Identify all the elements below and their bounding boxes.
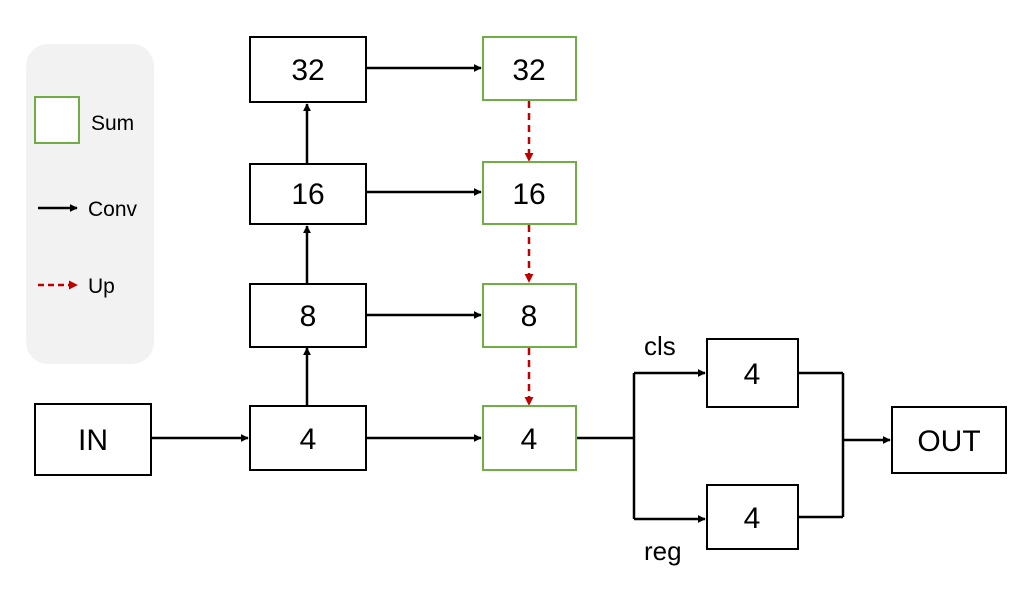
- backbone-node-8: 8: [249, 283, 367, 348]
- fpn-label-8: 8: [521, 300, 538, 333]
- cls-head-node: 4: [706, 338, 799, 408]
- backbone-column: 4 8 16 32: [249, 36, 367, 471]
- legend-sum-label: Sum: [91, 112, 134, 135]
- cls-branch-label: cls: [644, 331, 676, 361]
- cls-head-label: 4: [744, 358, 761, 391]
- backbone-label-4: 4: [300, 423, 317, 456]
- reg-branch-label: reg: [644, 536, 682, 566]
- legend-sum-swatch: [34, 96, 80, 144]
- reg-head-label: 4: [744, 502, 761, 535]
- reg-head-node: 4: [706, 484, 799, 550]
- output-label: OUT: [917, 425, 980, 458]
- backbone-node-32: 32: [249, 36, 367, 103]
- legend-conv-label: Conv: [88, 198, 138, 221]
- backbone-node-4: 4: [249, 405, 367, 471]
- backbone-node-16: 16: [249, 163, 367, 225]
- fpn-label-32: 32: [512, 54, 545, 87]
- output-node: OUT: [891, 406, 1007, 474]
- fpn-node-16: 16: [482, 161, 577, 225]
- legend-up-label: Up: [88, 275, 115, 298]
- backbone-label-8: 8: [300, 300, 317, 333]
- fpn-node-32: 32: [482, 36, 577, 101]
- fpn-node-8: 8: [482, 283, 577, 348]
- backbone-label-32: 32: [291, 54, 324, 87]
- legend-panel: Sum Conv Up: [26, 44, 154, 364]
- fpn-label-16: 16: [512, 178, 545, 211]
- fpn-column: 4 8 16 32: [482, 36, 577, 471]
- conv-arrows: [152, 64, 891, 523]
- input-node: IN: [34, 403, 152, 476]
- fpn-label-4: 4: [521, 423, 538, 456]
- backbone-label-16: 16: [291, 178, 324, 211]
- input-label: IN: [78, 424, 108, 457]
- fpn-node-4: 4: [482, 405, 577, 471]
